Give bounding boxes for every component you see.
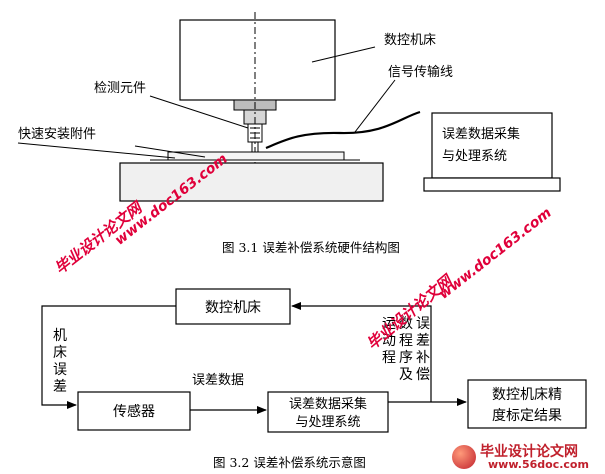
edge-label-error-data: 误差数据: [192, 373, 244, 388]
vertical-label-char: 及: [399, 367, 413, 383]
label-cnc-machine: 数控机床: [384, 33, 436, 48]
edge-cnc-to-sensor: [41, 305, 176, 409]
cnc-machine-head: [179, 19, 336, 101]
vertical-label-char: 动: [382, 333, 396, 349]
vertical-label-char: 程: [382, 350, 396, 366]
node-sensor: [77, 391, 191, 431]
node-cnc: [175, 288, 291, 325]
vertical-label-char: 程: [399, 333, 413, 349]
vertical-label-char: 误: [53, 362, 67, 378]
node-daq: [267, 391, 389, 433]
label-daq-line2: 与处理系统: [442, 149, 507, 164]
leader-machine: [311, 46, 376, 63]
footer-site-name: 毕业设计论文网: [480, 444, 578, 460]
leader-signal: [354, 79, 396, 133]
node-daq-label-2: 与处理系统: [295, 415, 360, 430]
vertical-label-char: 机: [53, 328, 67, 344]
signal-cable: [265, 110, 421, 150]
daq-base: [423, 177, 561, 192]
daq-box: [431, 112, 553, 179]
vertical-label-char: 偿: [416, 367, 430, 383]
leader-fixture-2: [134, 145, 206, 158]
figure-compensation-flow: 数控机床 传感器 误差数据采集 与处理系统 数控机床精 度标定结果 误差数据: [41, 288, 587, 433]
label-fixture: 快速安装附件: [18, 127, 96, 142]
leader-detector: [149, 95, 249, 129]
edge-daq-to-cnc: [291, 302, 432, 402]
footer-logo-icon: [452, 445, 476, 469]
fixture-plate: [167, 151, 345, 161]
label-daq-line1: 误差数据采集: [442, 126, 520, 142]
caption-figure-3-2: 图 3.2 误差补偿系统示意图: [213, 455, 366, 470]
leader-fixture-1: [17, 142, 176, 159]
caption-figure-3-1: 图 3.1 误差补偿系统硬件结构图: [222, 240, 400, 255]
vertical-label-char: 差: [53, 379, 67, 395]
label-signal-line: 信号传输线: [388, 64, 453, 80]
node-daq-label-1: 误差数据采集: [289, 396, 367, 412]
vertical-label-char: 差: [416, 333, 430, 349]
node-result-label-1: 数控机床精: [492, 387, 562, 403]
vertical-label-char: 运: [382, 316, 396, 332]
node-result-label-2: 度标定结果: [492, 408, 562, 424]
figure-hardware-structure: 数控机床 检测元件 信号传输线 快速安装附件 误差数据采集 与处理系统: [17, 12, 561, 202]
vertical-label-char: 数: [399, 316, 413, 332]
node-result: [467, 379, 587, 429]
node-sensor-label: 传感器: [113, 403, 155, 420]
vertical-label-char: 补: [416, 350, 430, 366]
vertical-label-char: 床: [53, 345, 67, 361]
footer-watermark: 毕业设计论文网 www.56doc.com: [452, 441, 602, 473]
label-detector: 检测元件: [94, 81, 146, 96]
vertical-label-char: 序: [399, 350, 413, 366]
worktable: [119, 162, 384, 202]
footer-site-url: www.56doc.com: [488, 458, 589, 471]
node-cnc-label: 数控机床: [205, 300, 261, 316]
vertical-label-char: 误: [416, 316, 430, 332]
